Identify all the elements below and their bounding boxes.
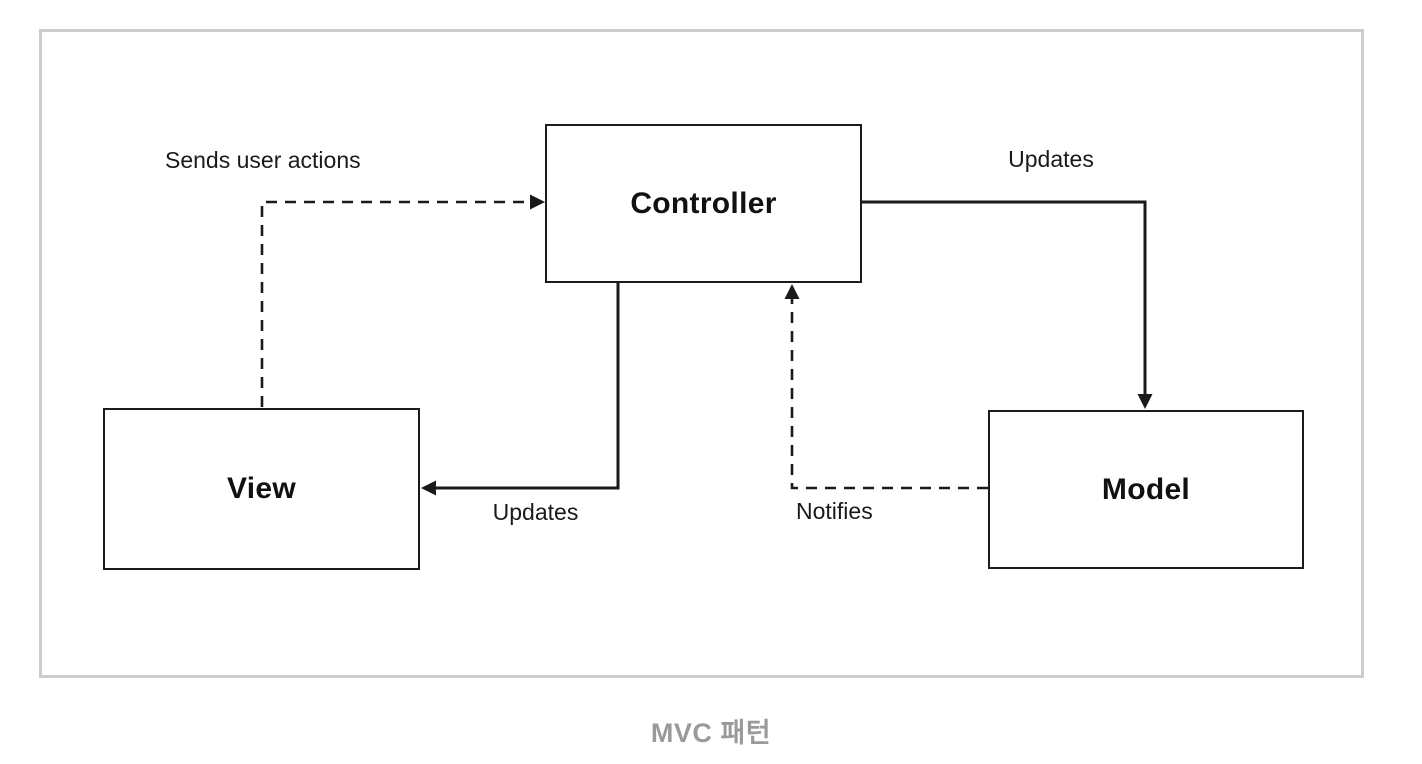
view-node-label: View xyxy=(226,472,297,505)
model-node-label: Model xyxy=(1101,472,1191,506)
edge-label-updates-view: Updates xyxy=(492,499,579,525)
view-node: View xyxy=(103,408,420,570)
model-node: Model xyxy=(988,410,1304,569)
diagram-caption: MVC 패턴 xyxy=(650,718,772,748)
edge-label-sends-user-actions: Sends user actions xyxy=(165,147,361,173)
edge-label-updates-model: Updates xyxy=(1008,146,1094,172)
edge-label-notifies: Notifies xyxy=(796,498,873,524)
controller-node: Controller xyxy=(545,124,862,283)
controller-node-label: Controller xyxy=(630,186,777,220)
